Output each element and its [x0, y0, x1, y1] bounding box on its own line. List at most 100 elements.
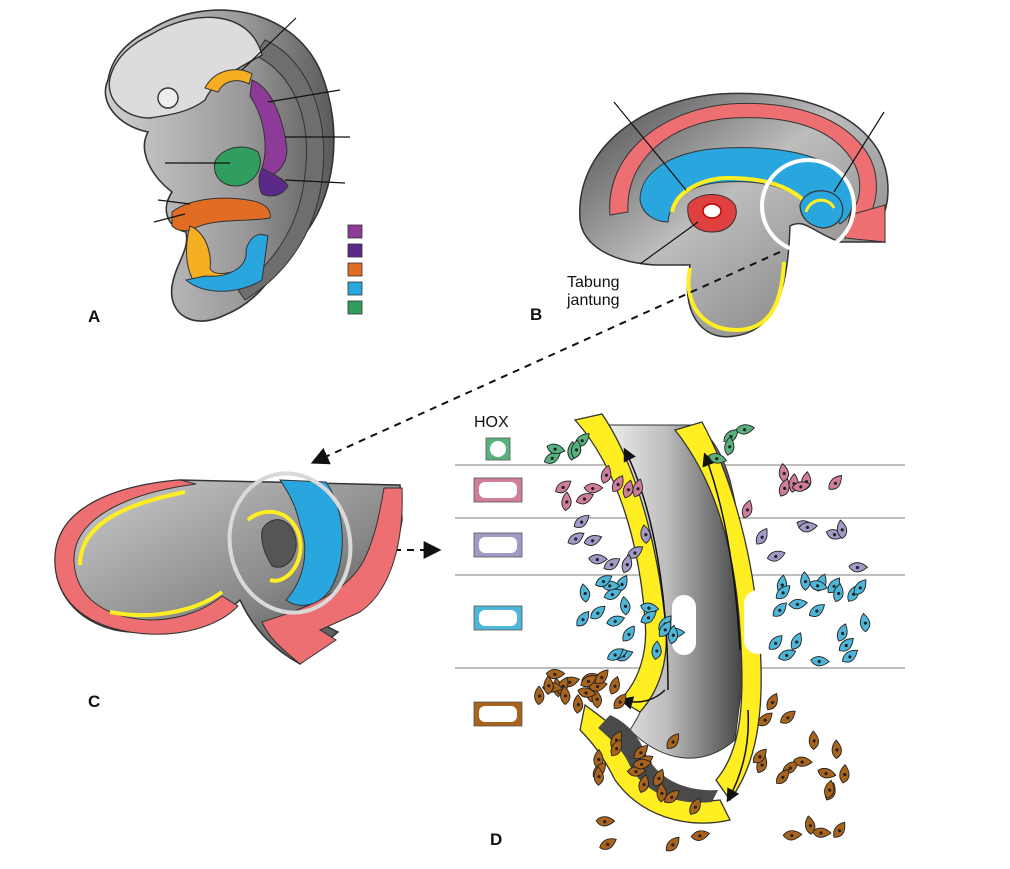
- panel-label-d: D: [490, 830, 502, 849]
- hox-cell: [741, 499, 753, 519]
- hox-cell: [766, 550, 786, 562]
- hox-cell: [833, 821, 846, 838]
- hox-cell: [768, 635, 783, 650]
- hox-cell: [543, 675, 554, 695]
- hox-cell: [622, 479, 634, 499]
- region-amber-upper: [204, 69, 253, 93]
- hox-cell: [708, 453, 728, 464]
- hox-cell: [632, 758, 653, 770]
- tube-d-dark-band: [598, 715, 718, 803]
- embryo-b-pocket: [799, 190, 844, 229]
- hox-box-inner-5: [479, 706, 517, 722]
- leader-a-1: [241, 17, 297, 71]
- hox-cell: [640, 602, 660, 613]
- hox-cell: [640, 524, 651, 544]
- hox-box-inner-1: [490, 441, 506, 457]
- hox-cell: [811, 827, 832, 838]
- hox-cell: [583, 535, 603, 546]
- hox-cell: [808, 730, 819, 750]
- hox-cell: [755, 527, 768, 545]
- hox-cell: [810, 656, 830, 667]
- hox-cell: [555, 480, 572, 494]
- hox-cell: [782, 830, 803, 841]
- leader-b-1: [613, 101, 687, 191]
- hox-cell: [724, 436, 735, 456]
- region-orange: [171, 197, 271, 232]
- hox-cells: [534, 424, 871, 852]
- hox-header: HOX: [474, 414, 509, 431]
- hox-cell: [545, 668, 566, 680]
- flow-arrows: [619, 447, 750, 803]
- legend-swatch-purple_light: [347, 224, 363, 239]
- hox-cell: [610, 739, 622, 757]
- hox-cell: [576, 610, 590, 627]
- embryo-b-heart-lumen: [702, 203, 722, 219]
- hox-cell: [775, 585, 791, 600]
- section-c-fold: [261, 519, 297, 568]
- leader-b-3: [639, 221, 699, 265]
- hox-cell: [603, 588, 622, 600]
- hox-cell: [666, 733, 680, 749]
- hox-cell: [848, 562, 869, 573]
- hox-cell: [546, 443, 566, 455]
- hox-cell: [735, 424, 755, 435]
- hox-cell: [788, 599, 808, 610]
- hox-cell: [804, 815, 816, 835]
- panel-label-b: B: [530, 305, 542, 324]
- embryo-b-pocket-yellow: [804, 198, 836, 213]
- hox-cell: [577, 687, 597, 698]
- leader-a-4: [284, 179, 346, 184]
- hox-cell: [622, 625, 635, 642]
- hox-cell: [575, 493, 594, 505]
- hox-cell: [560, 685, 571, 706]
- label-heart-tube-2: jantung: [566, 292, 620, 309]
- hox-cell: [594, 669, 609, 685]
- hox-cell: [780, 710, 796, 724]
- hox-cell: [603, 558, 621, 571]
- hox-cell: [809, 580, 828, 591]
- legend-a: [347, 224, 363, 315]
- section-c-blue: [279, 479, 343, 606]
- hox-box-inner-4: [479, 610, 517, 626]
- panel-label-c: C: [88, 692, 100, 711]
- section-c-yellow: [78, 490, 303, 618]
- hox-cell: [620, 595, 631, 616]
- hox-cell: [831, 739, 842, 760]
- hox-cell: [790, 632, 802, 650]
- embryo-b-yellow-line: [670, 175, 810, 333]
- region-blue: [184, 234, 269, 292]
- hox-cell: [572, 694, 584, 714]
- region-purple-light: [249, 79, 288, 177]
- hox-cell: [689, 797, 701, 815]
- legend-swatch-orange: [347, 262, 363, 277]
- hox-cell: [800, 571, 811, 591]
- hox-cell: [809, 604, 826, 617]
- hox-cell: [772, 602, 787, 617]
- hox-cell: [640, 611, 657, 624]
- hox-cell: [798, 522, 818, 533]
- hox-cell: [638, 774, 649, 793]
- hox-cell: [839, 763, 850, 784]
- legend-swatch-purple_dark: [347, 243, 363, 258]
- hox-cell: [859, 612, 871, 633]
- hox-cell: [609, 676, 620, 695]
- hox-cell: [607, 648, 624, 661]
- hox-cell: [613, 693, 627, 709]
- hox-box-inner-3: [479, 537, 517, 553]
- hox-cell: [853, 579, 867, 595]
- panel-d-hox: HOX D: [455, 413, 905, 852]
- leader-a-2: [267, 89, 341, 103]
- hox-cell: [824, 779, 835, 799]
- hox-cell: [621, 554, 633, 574]
- region-purple-dark: [258, 167, 289, 197]
- panel-c-section: C: [54, 471, 403, 711]
- hox-cell: [778, 462, 790, 483]
- hox-cell: [579, 583, 591, 603]
- highlight-ellipse-c: [227, 471, 353, 615]
- hox-cell: [606, 615, 626, 627]
- hox-cell: [842, 649, 859, 663]
- leader-a-6: [157, 199, 191, 205]
- panel-a-embryo: A: [88, 9, 363, 326]
- hox-cell: [571, 439, 582, 459]
- hox-cell: [561, 491, 572, 511]
